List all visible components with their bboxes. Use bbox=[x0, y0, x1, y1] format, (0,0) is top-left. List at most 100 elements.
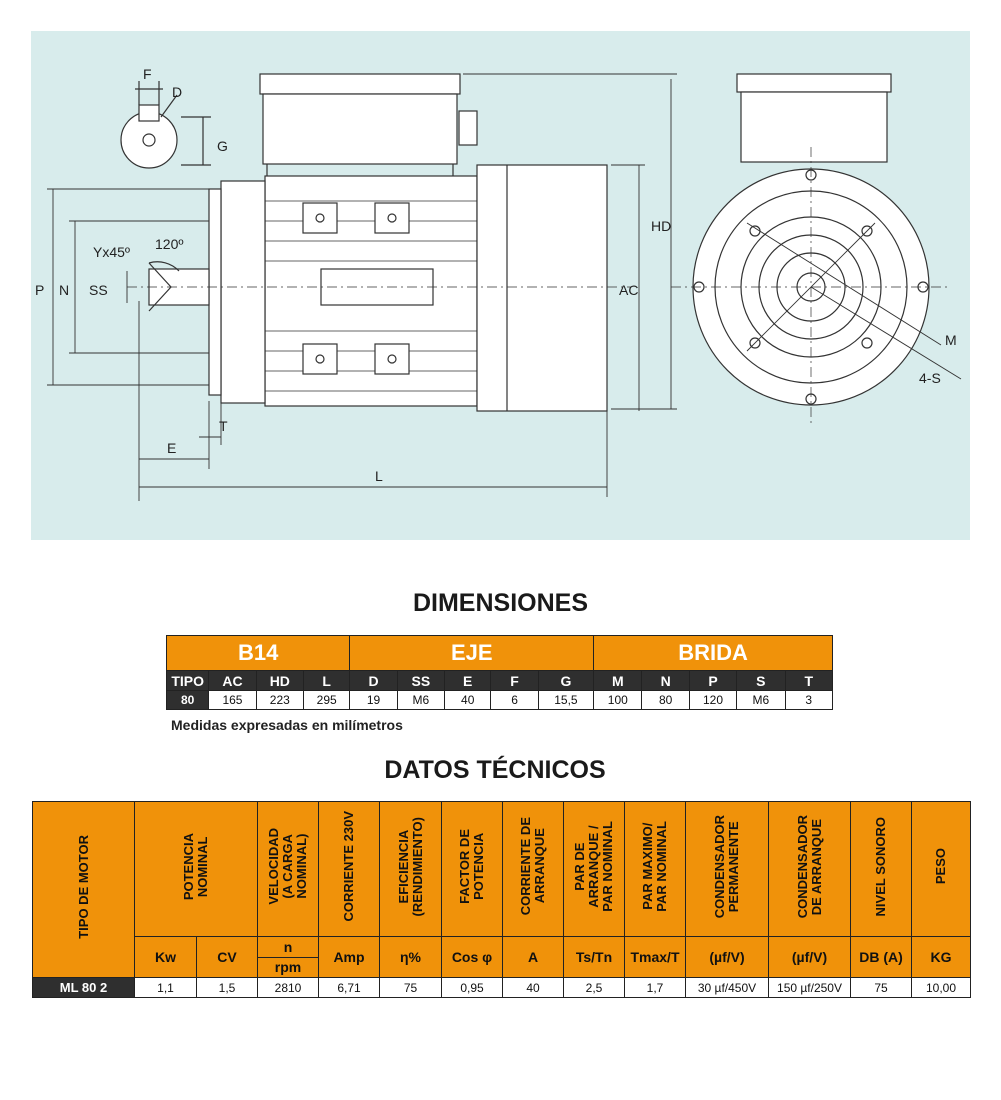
header-cond-perm-text: CONDENSADOR PERMANENTE bbox=[712, 814, 741, 919]
dim-label-d: D bbox=[172, 84, 182, 100]
header-potencia-text: POTENCIA NOMINAL bbox=[181, 832, 210, 901]
dim-value: 100 bbox=[593, 690, 643, 710]
value-amp: 6,71 bbox=[318, 977, 380, 998]
unit-tstn: Ts/Tn bbox=[563, 936, 625, 978]
unit-eff: η% bbox=[379, 936, 442, 978]
header-par-maximo: PAR MAXIMO/ PAR NOMINAL bbox=[624, 801, 686, 937]
dim-header: SS bbox=[396, 670, 446, 691]
motor-technical-drawing: F D G Yx45º 120º SS P N E T L HD AC M 4-… bbox=[31, 31, 970, 540]
unit-cv: CV bbox=[196, 936, 258, 978]
dim-value: 40 bbox=[444, 690, 492, 710]
group-b14: B14 bbox=[165, 635, 351, 671]
dim-label-g: G bbox=[217, 138, 228, 154]
dim-value: 223 bbox=[255, 690, 304, 710]
header-corriente: CORRIENTE 230V bbox=[318, 801, 380, 937]
header-potencia: POTENCIA NOMINAL bbox=[134, 801, 258, 937]
header-corriente-text: CORRIENTE 230V bbox=[341, 811, 356, 922]
unit-n: n bbox=[283, 938, 293, 955]
dim-header: L bbox=[302, 670, 351, 691]
unit-n-rpm: n rpm bbox=[257, 936, 319, 978]
dim-label-ac: AC bbox=[619, 282, 638, 298]
value-tmax: 1,7 bbox=[624, 977, 686, 998]
header-nivel: NIVEL SONORO bbox=[850, 801, 912, 937]
dim-header: T bbox=[784, 670, 834, 691]
unit-kw: Kw bbox=[134, 936, 197, 978]
dim-header: D bbox=[349, 670, 398, 691]
dim-label-e: E bbox=[167, 440, 176, 456]
dim-header: HD bbox=[255, 670, 304, 691]
value-ca: 150 µf/250V bbox=[768, 977, 851, 998]
unit-cos: Cos φ bbox=[441, 936, 503, 978]
dim-value-row: 80 165 223 295 19 M6 40 6 15,5 100 80 12… bbox=[165, 690, 834, 710]
dimensiones-note: Medidas expresadas en milímetros bbox=[171, 717, 403, 733]
header-factor-text: FACTOR DE POTENCIA bbox=[457, 829, 486, 904]
header-nivel-text: NIVEL SONORO bbox=[873, 816, 888, 917]
value-a: 40 bbox=[502, 977, 564, 998]
dim-label-s: 4-S bbox=[919, 370, 941, 386]
header-cond-perm: CONDENSADOR PERMANENTE bbox=[685, 801, 769, 937]
value-cv: 1,5 bbox=[196, 977, 258, 998]
dim-header: M bbox=[593, 670, 643, 691]
value-db: 75 bbox=[850, 977, 912, 998]
unit-tmax: Tmax/T bbox=[624, 936, 686, 978]
header-arranque: CORRIENTE DE ARRANQUE bbox=[502, 801, 564, 937]
unit-rpm: rpm bbox=[258, 956, 318, 977]
dim-label-p: P bbox=[35, 282, 44, 298]
header-tipo-motor-text: TIPO DE MOTOR bbox=[75, 835, 91, 939]
header-peso-text: PESO bbox=[933, 848, 948, 885]
shaft-detail bbox=[120, 81, 211, 169]
header-peso: PESO bbox=[911, 801, 971, 937]
header-eficiencia-text: EFICIENCIA (RENDIMIENTO) bbox=[395, 816, 425, 917]
dim-value: 3 bbox=[784, 690, 834, 710]
tech-value-row: ML 80 2 1,1 1,5 2810 6,71 75 0,95 40 2,5… bbox=[32, 977, 971, 998]
header-par-maximo-text: PAR MAXIMO/ PAR NOMINAL bbox=[640, 821, 669, 912]
datos-tecnicos-title: DATOS TÉCNICOS bbox=[384, 756, 606, 784]
value-tstn: 2,5 bbox=[563, 977, 625, 998]
unit-kg: KG bbox=[911, 936, 971, 978]
side-dimension-lines bbox=[47, 73, 677, 501]
header-factor: FACTOR DE POTENCIA bbox=[441, 801, 503, 937]
dim-label-y: Yx45º bbox=[93, 244, 130, 260]
dim-group-row: B14 EJE BRIDA bbox=[165, 635, 833, 671]
unit-db: DB (A) bbox=[850, 936, 912, 978]
header-par-arranque-text: PAR DE ARRANQUE / PAR NOMINAL bbox=[572, 821, 615, 912]
dim-value: 165 bbox=[208, 690, 257, 710]
dim-value: 15,5 bbox=[537, 690, 595, 710]
dim-header: F bbox=[490, 670, 539, 691]
dimensiones-title: DIMENSIONES bbox=[412, 589, 589, 617]
header-velocidad-text: VELOCIDAD (A CARGA NOMINAL) bbox=[266, 828, 309, 905]
dim-header: G bbox=[537, 670, 595, 691]
motor-side-view bbox=[127, 73, 631, 412]
dim-header: N bbox=[641, 670, 690, 691]
dim-label-angle: 120º bbox=[155, 236, 183, 252]
datos-tecnicos-table: TIPO DE MOTOR POTENCIA NOMINAL VELOCIDAD… bbox=[32, 801, 971, 998]
header-tipo-motor: TIPO DE MOTOR bbox=[32, 801, 135, 978]
dim-value: M6 bbox=[396, 690, 446, 710]
value-eff: 75 bbox=[379, 977, 442, 998]
dim-header: P bbox=[688, 670, 738, 691]
tech-units-row: Kw CV n rpm Amp η% Cos φ A Ts/Tn Tmax/T … bbox=[33, 936, 971, 978]
value-cos: 0,95 bbox=[441, 977, 503, 998]
value-cp: 30 µf/450V bbox=[685, 977, 769, 998]
dim-label-n: N bbox=[59, 282, 69, 298]
dim-value: 80 bbox=[641, 690, 690, 710]
dim-value: 19 bbox=[349, 690, 398, 710]
header-velocidad: VELOCIDAD (A CARGA NOMINAL) bbox=[257, 801, 319, 937]
value-tipo: ML 80 2 bbox=[32, 977, 135, 998]
dim-header-row: TIPO AC HD L D SS E F G M N P S T bbox=[165, 670, 834, 691]
header-arranque-text: CORRIENTE DE ARRANQUE bbox=[518, 817, 547, 916]
dim-value: M6 bbox=[736, 690, 786, 710]
header-cond-arr-text: CONDENSADOR DE ARRANQUE bbox=[794, 814, 824, 919]
dim-label-hd: HD bbox=[651, 218, 671, 234]
dim-value: 80 bbox=[165, 690, 210, 710]
dim-label-f: F bbox=[143, 66, 152, 82]
dim-header: AC bbox=[208, 670, 257, 691]
unit-ca: (µf/V) bbox=[768, 936, 851, 978]
dimensiones-table: B14 EJE BRIDA TIPO AC HD L D SS E F G M … bbox=[165, 635, 834, 710]
dim-value: 120 bbox=[688, 690, 738, 710]
dim-header: S bbox=[736, 670, 786, 691]
dim-value: 295 bbox=[302, 690, 351, 710]
value-kg: 10,00 bbox=[911, 977, 971, 998]
tech-header-row: TIPO DE MOTOR POTENCIA NOMINAL VELOCIDAD… bbox=[32, 801, 971, 978]
dim-label-l: L bbox=[375, 468, 383, 484]
